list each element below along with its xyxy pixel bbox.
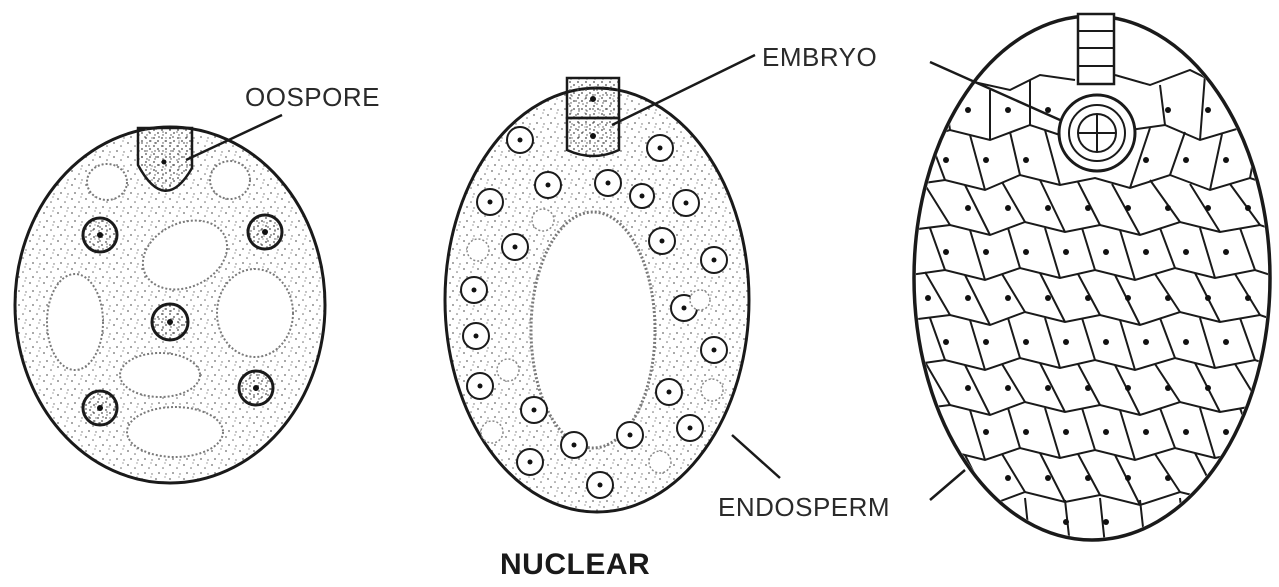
cell-nucleus-dot bbox=[965, 205, 971, 211]
cell-nucleus-dot bbox=[1165, 295, 1171, 301]
cell-nucleus-dot bbox=[1205, 107, 1211, 113]
cell-nucleus-dot bbox=[1143, 249, 1149, 255]
label-endosperm: ENDOSPERM bbox=[718, 492, 890, 523]
cell-nucleus-dot bbox=[1023, 429, 1029, 435]
cell-nucleus-dot bbox=[943, 249, 949, 255]
cell-nucleus-dot bbox=[1125, 475, 1131, 481]
cell-nucleus-dot bbox=[1085, 385, 1091, 391]
cell-nucleus-dot bbox=[1063, 429, 1069, 435]
cell-nucleus-dot bbox=[1205, 295, 1211, 301]
cell-nucleus-dot bbox=[983, 429, 989, 435]
cell-nucleus-dot bbox=[1223, 429, 1229, 435]
cell-nucleus-dot bbox=[1023, 249, 1029, 255]
label-embryo: EMBRYO bbox=[762, 42, 877, 73]
endosperm-leader-line-right bbox=[930, 470, 965, 500]
cell-nucleus-dot bbox=[1005, 107, 1011, 113]
cell-nucleus-dot bbox=[1085, 295, 1091, 301]
cell-nucleus-dot bbox=[1023, 157, 1029, 163]
stage-nuclear-cell bbox=[445, 55, 780, 512]
cell-nucleus-dot bbox=[1223, 249, 1229, 255]
cell-nucleus-dot bbox=[1205, 385, 1211, 391]
cell-nucleus-dot bbox=[1165, 475, 1171, 481]
cell-nucleus-dot bbox=[1245, 205, 1251, 211]
cell-nucleus-dot bbox=[1063, 519, 1069, 525]
cell-nucleus-dot bbox=[1125, 295, 1131, 301]
cell-nucleus-dot bbox=[1085, 205, 1091, 211]
cell-nucleus-dot bbox=[1045, 385, 1051, 391]
stage-cellular-cell bbox=[910, 14, 1279, 545]
cell-nucleus-dot bbox=[1103, 339, 1109, 345]
cell-nucleus-dot bbox=[1183, 249, 1189, 255]
embryo bbox=[567, 78, 619, 156]
cell-nucleus-dot bbox=[1103, 429, 1109, 435]
cell-nucleus-dot bbox=[943, 339, 949, 345]
cell-nucleus-dot bbox=[983, 249, 989, 255]
cell-nucleus-dot bbox=[1143, 429, 1149, 435]
cell-nucleus-dot bbox=[965, 385, 971, 391]
cell-nucleus-dot bbox=[1205, 205, 1211, 211]
cell-nucleus-dot bbox=[1125, 205, 1131, 211]
cell-nucleus-dot bbox=[1245, 295, 1251, 301]
cell-nucleus-dot bbox=[1183, 339, 1189, 345]
cell-nucleus-dot bbox=[965, 295, 971, 301]
cell-nucleus-dot bbox=[1165, 107, 1171, 113]
cell-nucleus-dot bbox=[1045, 205, 1051, 211]
cell-nucleus-dot bbox=[1165, 385, 1171, 391]
endosperm-leader-line-left bbox=[732, 435, 780, 478]
cell-nucleus-dot bbox=[965, 107, 971, 113]
cell-nucleus-dot bbox=[1165, 205, 1171, 211]
cell-nucleus-dot bbox=[1045, 295, 1051, 301]
cell-nucleus-dot bbox=[1085, 475, 1091, 481]
cell-nucleus-dot bbox=[1063, 339, 1069, 345]
caption-nuclear: NUCLEAR bbox=[500, 548, 650, 582]
cell-nucleus-dot bbox=[1125, 385, 1131, 391]
cell-nucleus-dot bbox=[1103, 249, 1109, 255]
stage-oospore-cell bbox=[15, 115, 325, 483]
cell-nucleus-dot bbox=[1223, 339, 1229, 345]
cell-nucleus-dot bbox=[1005, 385, 1011, 391]
label-oospore: OOSPORE bbox=[245, 82, 380, 113]
cell-nucleus-dot bbox=[1005, 205, 1011, 211]
cell-nucleus-dot bbox=[1103, 519, 1109, 525]
cell-nucleus-dot bbox=[1045, 475, 1051, 481]
cell-nucleus-dot bbox=[1183, 429, 1189, 435]
cell-nucleus-dot bbox=[1005, 295, 1011, 301]
cell-nucleus-dot bbox=[1143, 157, 1149, 163]
cell-nucleus-dot bbox=[1143, 339, 1149, 345]
cell-nucleus-dot bbox=[1045, 107, 1051, 113]
cell-nucleus-dot bbox=[943, 157, 949, 163]
cell-nucleus-dot bbox=[1063, 249, 1069, 255]
cell-nucleus-dot bbox=[1005, 475, 1011, 481]
cell-nucleus-dot bbox=[983, 339, 989, 345]
cell-nucleus-dot bbox=[1023, 339, 1029, 345]
cell-nucleus-dot bbox=[925, 295, 931, 301]
cell-nucleus-dot bbox=[983, 157, 989, 163]
embryo-leader-line bbox=[612, 55, 755, 125]
cell-nucleus-dot bbox=[1183, 157, 1189, 163]
cell-nucleus-dot bbox=[1223, 157, 1229, 163]
central-vacuole bbox=[531, 212, 655, 448]
